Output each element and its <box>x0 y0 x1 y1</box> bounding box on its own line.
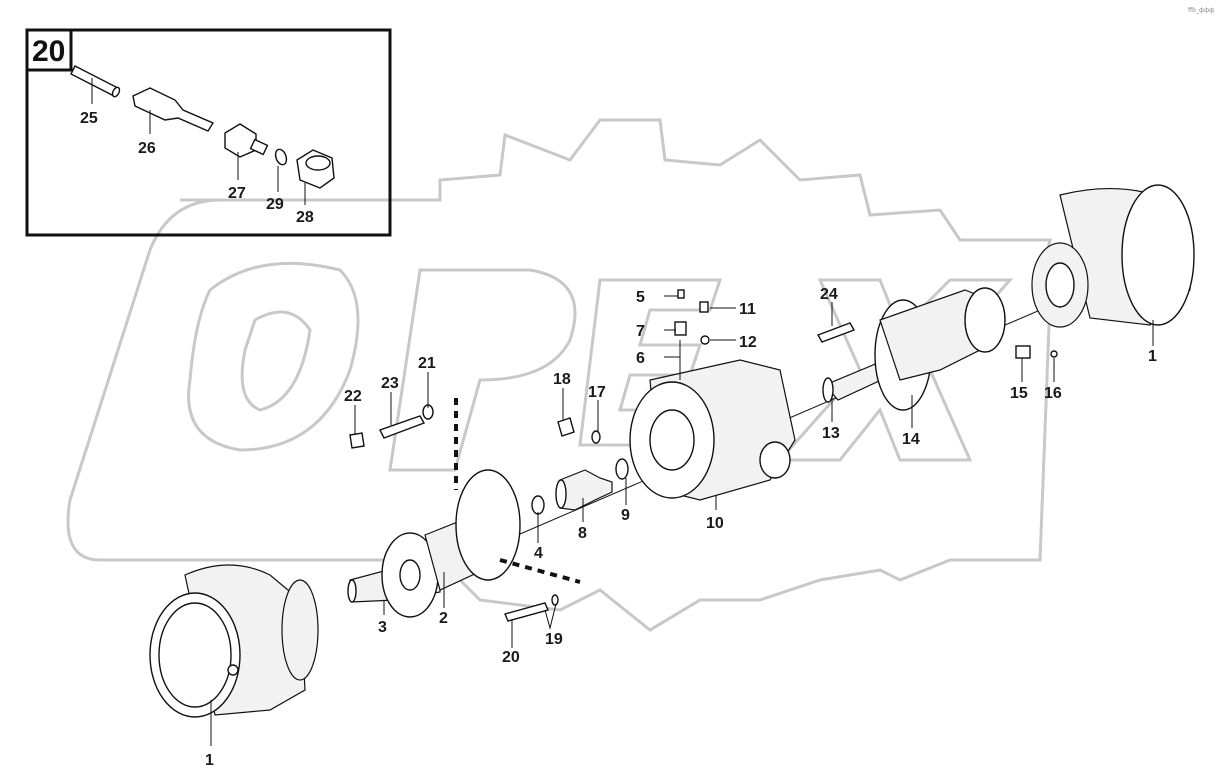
callout-6: 6 <box>636 350 645 367</box>
part-15-tag <box>1015 345 1031 359</box>
callout-24: 24 <box>820 286 838 303</box>
callout-4: 4 <box>534 545 543 562</box>
callout-22: 22 <box>344 388 362 405</box>
callout-17: 17 <box>588 384 606 401</box>
callout-1-left: 1 <box>205 752 214 769</box>
callout-29: 29 <box>266 196 284 213</box>
part-5-7-6 <box>674 289 687 380</box>
leader-lines <box>210 295 1154 746</box>
part-14-flange <box>874 287 1006 411</box>
callout-13: 13 <box>822 425 840 442</box>
callout-18: 18 <box>553 371 571 388</box>
callout-19: 19 <box>545 631 563 648</box>
part-9-ring <box>615 458 629 480</box>
callout-1-right: 1 <box>1148 348 1157 365</box>
part-20-bolt <box>504 602 549 622</box>
callout-11: 11 <box>739 301 756 318</box>
callout-2: 2 <box>439 610 448 627</box>
inset-box: 20 25 26 27 29 28 <box>25 28 392 237</box>
callout-25: 25 <box>80 110 98 127</box>
callout-20: 20 <box>502 649 520 666</box>
inset-number: 20 <box>32 35 65 68</box>
callout-5: 5 <box>636 289 645 306</box>
callout-21: 21 <box>418 355 436 372</box>
part-10-diff-housing <box>629 359 796 501</box>
part-4-ring <box>531 495 545 515</box>
callout-14: 14 <box>902 431 920 448</box>
callout-28: 28 <box>296 209 314 226</box>
callout-16: 16 <box>1044 385 1062 402</box>
part-1-hub-right <box>1031 184 1195 328</box>
part-24-pin <box>816 322 856 343</box>
part-17-washer <box>591 430 601 444</box>
part-1-hub-left <box>149 564 319 718</box>
part-8-pinion <box>555 469 613 511</box>
part-19-ring <box>551 594 559 606</box>
part-2-housing-left <box>381 469 521 618</box>
callout-27: 27 <box>228 185 246 202</box>
callout-15: 15 <box>1010 385 1028 402</box>
part-22-23-21 <box>349 404 434 449</box>
part-11-12 <box>699 301 710 345</box>
callout-10: 10 <box>706 515 724 532</box>
callout-3: 3 <box>378 619 387 636</box>
callout-26: 26 <box>138 140 156 157</box>
callout-23: 23 <box>381 375 399 392</box>
watermark-gear <box>66 118 1052 632</box>
part-18-plug <box>557 417 575 437</box>
callout-8: 8 <box>578 525 587 542</box>
part-16-rivet <box>1050 350 1058 358</box>
corner-mark: ffb_ффф <box>1188 7 1214 14</box>
assembly-dash-lower <box>499 558 581 584</box>
callout-9: 9 <box>621 507 630 524</box>
callout-12: 12 <box>739 334 757 351</box>
callout-7: 7 <box>636 323 645 340</box>
